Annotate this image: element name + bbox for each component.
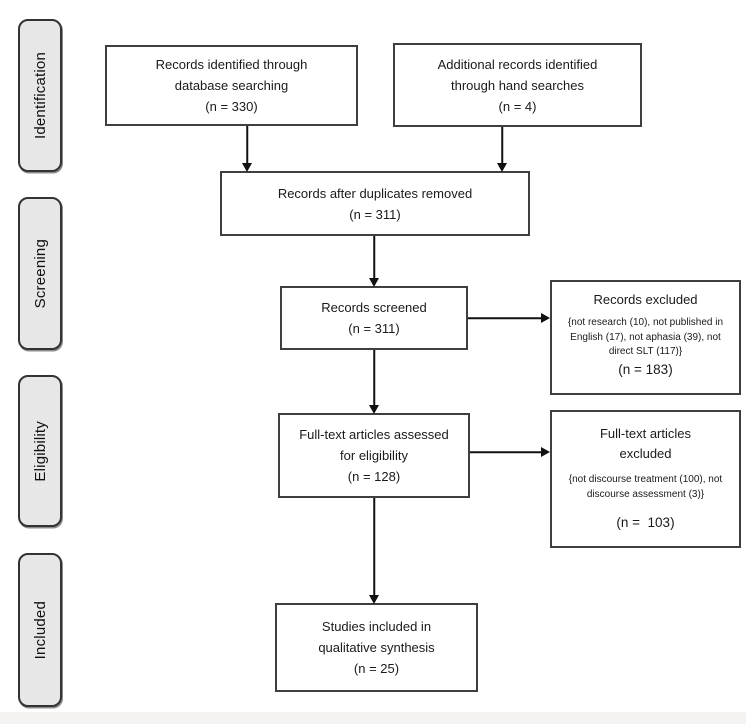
text-line: Studies included in — [321, 619, 432, 634]
text-line: Records after duplicates removed — [277, 185, 473, 201]
arrow-shaft — [468, 317, 542, 319]
box-fulltext-assessed: Full-text articles assessed for eligibili… — [278, 413, 470, 498]
text-line: (n = 330) — [205, 99, 258, 114]
stage-label-eligibility-text: Eligibility — [31, 420, 49, 482]
box-records-excluded: Records excluded {not research (10), not… — [550, 280, 741, 395]
arrow-down-icon — [369, 278, 379, 287]
text-line: Additional records identified — [437, 56, 598, 72]
text-line: Full-text articles assessed — [299, 427, 449, 442]
fulltext-excluded-title: Full-text articles excluded — [600, 424, 691, 464]
stage-label-screening-text: Screening — [31, 238, 49, 309]
arrow-right-icon — [541, 447, 550, 457]
text-line: (n = 128) — [347, 469, 401, 484]
text-line: (n = 311) — [349, 206, 401, 222]
text-line: Records identified through — [155, 57, 308, 72]
stage-label-included: Included — [18, 553, 62, 707]
text-line: Records screened — [321, 300, 427, 315]
fulltext-excluded-detail: {not discourse treatment (100), not disc… — [568, 474, 723, 500]
arrow-shaft — [373, 498, 375, 596]
arrow-down-icon — [369, 405, 379, 414]
arrow-duplicates-to-screened — [369, 236, 379, 287]
arrow-shaft — [501, 127, 503, 164]
text-line: database searching — [174, 78, 289, 93]
text-line: for eligibility — [340, 448, 408, 463]
text-line: qualitative synthesis — [318, 640, 435, 655]
stage-label-screening: Screening — [18, 197, 62, 350]
arrow-screened-to-fulltext — [369, 350, 379, 414]
stage-label-identification-text: Identification — [31, 51, 49, 140]
stage-label-included-text: Included — [31, 600, 49, 660]
arrow-shaft — [373, 350, 375, 406]
box-studies-included: Studies included in qualitative synthesis… — [275, 603, 478, 692]
stage-label-identification: Identification — [18, 19, 62, 172]
stage-label-eligibility: Eligibility — [18, 375, 62, 527]
text-line: (n = 4) — [498, 98, 537, 114]
text-line: (n = 311) — [348, 321, 400, 336]
text-line: Full-text articles — [599, 426, 692, 441]
text-line: excluded — [619, 446, 672, 461]
box-records-after-duplicates-removed: Records after duplicates removed (n = 311… — [220, 171, 530, 236]
box-records-identified-database: Records identified through database searc… — [105, 45, 358, 126]
arrow-fulltext-to-ftexcluded — [470, 447, 550, 457]
text-line: (n = 25) — [353, 661, 400, 676]
records-excluded-count: (n = 183) — [618, 361, 673, 377]
arrow-down-icon — [369, 595, 379, 604]
arrow-fulltext-to-included — [369, 498, 379, 604]
arrow-shaft — [246, 126, 248, 164]
records-excluded-detail: {not research (10), not published in Eng… — [567, 317, 724, 357]
arrow-down-icon — [497, 163, 507, 172]
arrow-shaft — [373, 236, 375, 279]
arrow-down-icon — [242, 163, 252, 172]
box-fulltext-excluded: Full-text articles excluded {not discours… — [550, 410, 741, 548]
arrow-right-icon — [541, 313, 550, 323]
box-additional-records-hand-search: Additional records identified through han… — [393, 43, 642, 127]
page-edge-band — [0, 712, 746, 724]
fulltext-excluded-count: (n = 103) — [616, 515, 675, 530]
arrow-shaft — [470, 451, 542, 453]
arrow-database-to-duplicates — [242, 126, 252, 172]
box-records-screened: Records screened (n = 311) — [280, 286, 468, 350]
records-excluded-title: Records excluded — [593, 292, 698, 307]
text-line: through hand searches — [451, 77, 584, 93]
arrow-handsearch-to-duplicates — [497, 127, 507, 172]
arrow-screened-to-excluded — [468, 313, 550, 323]
